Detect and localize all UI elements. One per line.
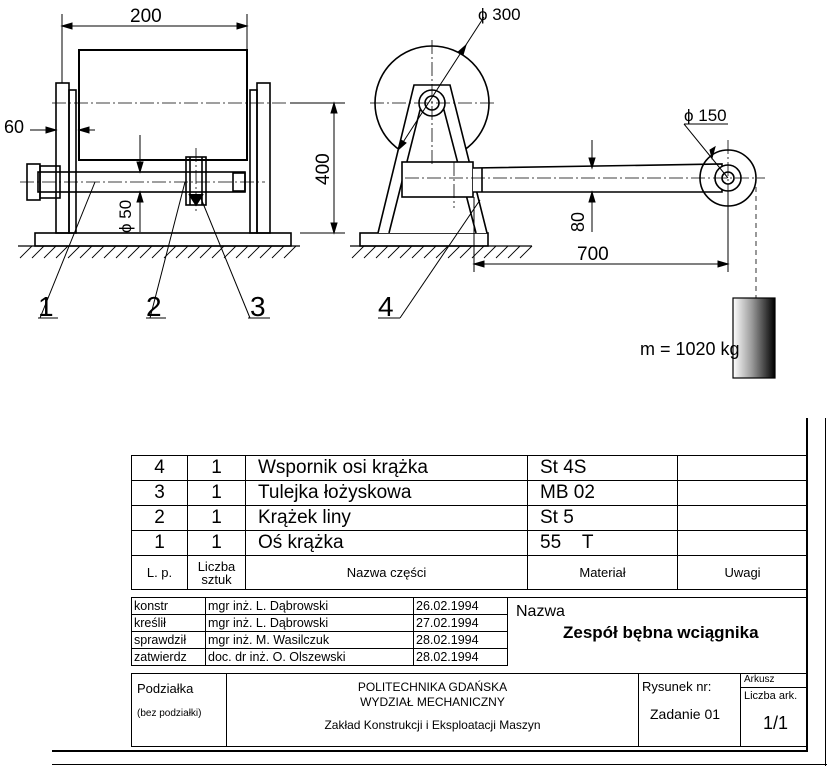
- sign-role: konstr: [131, 597, 206, 615]
- sign-date: 26.02.1994: [413, 597, 508, 615]
- name-label: Nazwa: [516, 603, 565, 620]
- sign-date: 28.02.1994: [413, 648, 508, 666]
- row-part-name: Krążek liny: [245, 505, 528, 531]
- parts-list-table: 4 1 Wspornik osi krążka St 4S 3 1 Tulejk…: [131, 455, 808, 590]
- row-qty: 1: [187, 480, 246, 506]
- sheet-value: 1/1: [763, 713, 789, 733]
- dim-400-label: 400: [313, 153, 334, 185]
- frame-right-outer: [825, 418, 826, 766]
- drawing-number-label: Rysunek nr:: [642, 679, 712, 694]
- row-part-name: Tulejka łożyskowa: [245, 480, 528, 506]
- row-part-name: Oś krążka: [245, 530, 528, 556]
- row-material: MB 02: [527, 480, 678, 506]
- dim-phi300-label: ϕ 300: [478, 5, 521, 24]
- sign-person: mgr inż. L. Dąbrowski: [205, 597, 414, 615]
- sign-date: 28.02.1994: [413, 631, 508, 649]
- sign-person: mgr inż. L. Dąbrowski: [205, 614, 414, 632]
- row-material: 55 T: [527, 530, 678, 556]
- row-qty: 1: [187, 530, 246, 556]
- dim-700-label: 700: [577, 244, 609, 265]
- header-material: Materiał: [527, 555, 678, 590]
- callout-4: 4: [378, 291, 394, 322]
- school-line2: WYDZIAŁ MECHANICZNY: [360, 695, 505, 709]
- signature-row: kreślił mgr inż. L. Dąbrowski 27.02.1994: [131, 614, 508, 632]
- parts-row: 4 1 Wspornik osi krążka St 4S: [131, 455, 808, 481]
- sheet-count-label: Liczba ark.: [744, 690, 798, 702]
- drawing-number: Zadanie 01: [650, 706, 721, 722]
- header-notes: Uwagi: [677, 555, 808, 590]
- parts-row: 1 1 Oś krążka 55 T: [131, 530, 808, 556]
- header-qty-line2: sztuk: [201, 571, 232, 587]
- row-lp: 3: [131, 480, 188, 506]
- sheet-box: [740, 673, 807, 747]
- parts-row: 2 1 Krążek liny St 5: [131, 505, 808, 531]
- scale-label: Podziałka: [137, 681, 194, 696]
- school-line1: POLITECHNIKA GDAŃSKA: [357, 680, 508, 694]
- sign-person: mgr inż. M. Wasilczuk: [205, 631, 414, 649]
- sign-role: kreślił: [131, 614, 206, 632]
- row-part-name: Wspornik osi krążka: [245, 455, 528, 481]
- sign-date: 27.02.1994: [413, 614, 508, 632]
- scale-value: (bez podziałki): [137, 708, 202, 719]
- dim-60-label: 60: [4, 117, 24, 137]
- sheet-label: Arkusz: [744, 674, 775, 685]
- technical-drawing: 200 60 400 ϕ 50 ϕ 300 ϕ 150 80 700 m = 1…: [4, 5, 776, 379]
- callout-1: 1: [38, 291, 54, 322]
- dim-width-label: 200: [130, 6, 162, 27]
- callout-3: 3: [250, 291, 266, 322]
- dim-80-label: 80: [568, 212, 588, 232]
- sign-role: zatwierdz: [131, 648, 206, 666]
- signature-row: sprawdził mgr inż. M. Wasilczuk 28.02.19…: [131, 631, 508, 649]
- header-qty-line1: Liczba: [197, 558, 236, 574]
- parts-header-row: L. p. Liczba sztuk Nazwa części Materiał…: [131, 555, 808, 590]
- dim-phi150-label: ϕ 150: [684, 106, 727, 125]
- dim-phi50-label: ϕ 50: [116, 200, 135, 233]
- sheet-divider: [740, 687, 807, 688]
- row-qty: 1: [187, 455, 246, 481]
- signature-table: konstr mgr inż. L. Dąbrowski 26.02.1994 …: [131, 597, 508, 666]
- callout-2: 2: [146, 291, 162, 322]
- row-notes: [677, 480, 808, 506]
- row-lp: 1: [131, 530, 188, 556]
- frame-bottom-border: [52, 750, 808, 752]
- assembly-name: Zespół bębna wciągnika: [563, 623, 759, 642]
- row-notes: [677, 455, 808, 481]
- frame-bottom-outer: [52, 764, 827, 765]
- signature-row: konstr mgr inż. L. Dąbrowski 26.02.1994: [131, 597, 508, 615]
- front-view: [18, 14, 345, 319]
- school-line3: Zakład Konstrukcji i Eksploatacji Maszyn: [324, 718, 541, 732]
- header-part-name: Nazwa części: [245, 555, 528, 590]
- mass-label: m = 1020 kg: [640, 339, 740, 359]
- row-notes: [677, 505, 808, 531]
- header-lp: L. p.: [131, 555, 188, 590]
- parts-row: 3 1 Tulejka łożyskowa MB 02: [131, 480, 808, 506]
- sign-role: sprawdził: [131, 631, 206, 649]
- row-lp: 4: [131, 455, 188, 481]
- row-material: St 5: [527, 505, 678, 531]
- row-lp: 2: [131, 505, 188, 531]
- signature-row: zatwierdz doc. dr inż. O. Olszewski 28.0…: [131, 648, 508, 666]
- header-qty: Liczba sztuk: [187, 555, 246, 590]
- row-material: St 4S: [527, 455, 678, 481]
- sign-person: doc. dr inż. O. Olszewski: [205, 648, 414, 666]
- side-view: [350, 16, 776, 379]
- row-notes: [677, 530, 808, 556]
- row-qty: 1: [187, 505, 246, 531]
